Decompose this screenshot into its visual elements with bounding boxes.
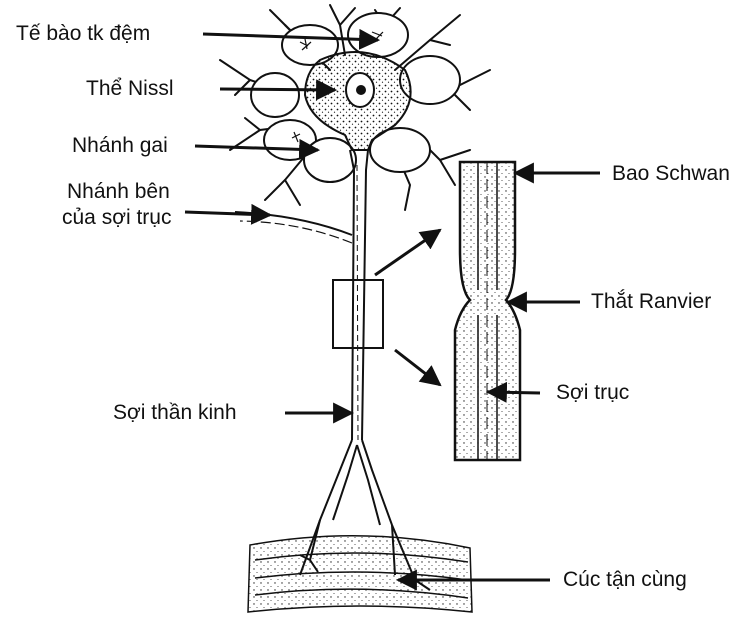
label-terminal-button: Cúc tận cùng <box>563 568 687 592</box>
magnified-axon <box>455 162 520 460</box>
label-dendrite: Nhánh gai <box>72 134 168 158</box>
label-nerve-fiber: Sợi thần kinh <box>113 401 237 425</box>
label-axon-collateral-line2: của sợi trục <box>62 206 171 230</box>
label-axon-collateral-line1: Nhánh bên <box>67 180 170 204</box>
label-glial-cell: Tế bào tk đệm <box>16 22 150 46</box>
label-schwann-sheath: Bao Schwan <box>612 162 730 186</box>
label-node-of-ranvier: Thắt Ranvier <box>591 290 711 314</box>
label-nissl-body: Thể Nissl <box>86 77 174 101</box>
label-axon: Sợi trục <box>556 381 629 405</box>
muscle-tissue <box>248 536 472 612</box>
